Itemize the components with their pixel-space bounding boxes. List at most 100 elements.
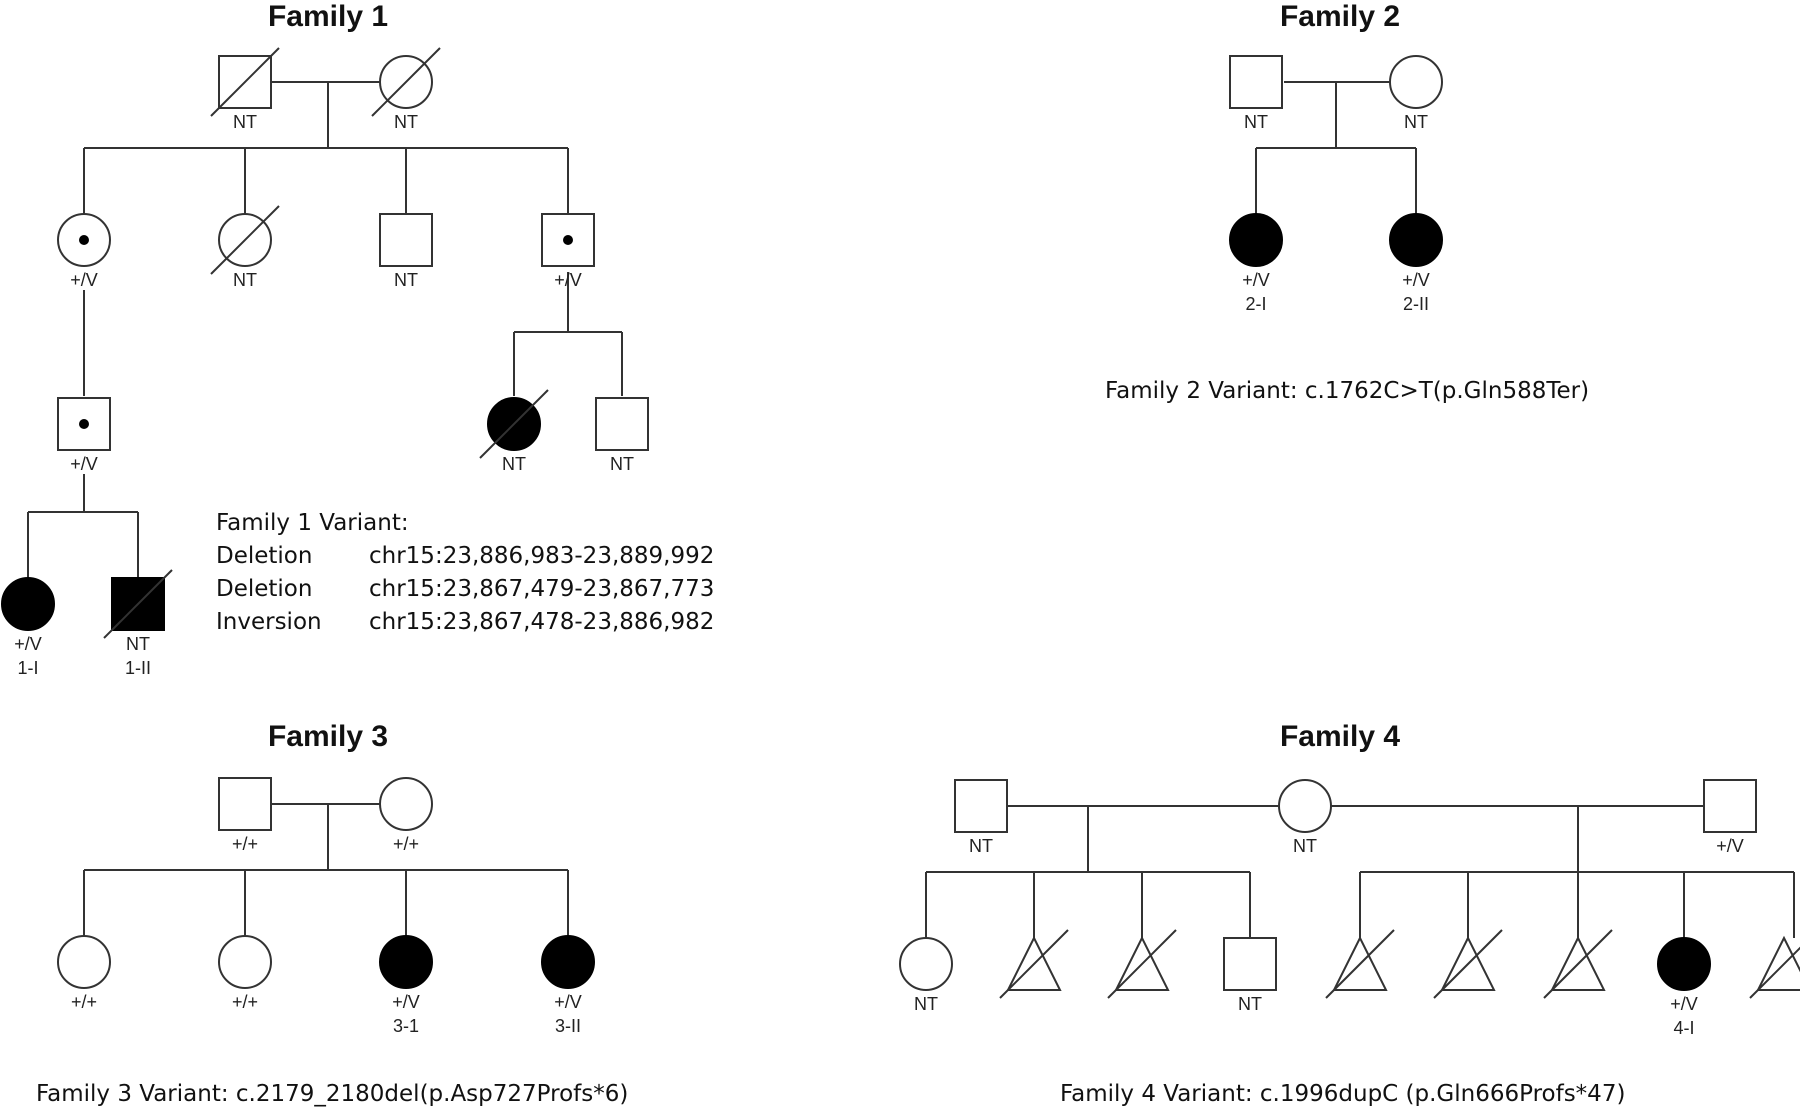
genotype-label: +/V <box>1670 994 1698 1014</box>
male-symbol <box>379 213 433 267</box>
individual-f3-c2: +/+ <box>218 935 272 1012</box>
individual-f4-b1 <box>1325 929 1395 999</box>
family-2-variant: Family 2 Variant: c.1762C>T(p.Gln588Ter) <box>1105 378 1589 404</box>
genotype-label: NT <box>914 994 938 1014</box>
family-1-variant-block: Family 1 Variant: Deletion chr15:23,886,… <box>216 510 714 635</box>
individual-id-label: 1-I <box>17 658 38 678</box>
individual-f3-f: +/+ <box>218 777 272 854</box>
carrier-dot <box>563 235 573 245</box>
family-4-title: Family 4 <box>1280 720 1400 753</box>
deceased-slash <box>1325 929 1395 999</box>
genotype-label: +/V <box>70 454 98 474</box>
family-3-variant: Family 3 Variant: c.2179_2180del(p.Asp72… <box>36 1081 628 1107</box>
deceased-slash <box>371 47 441 117</box>
individual-f4-m: NT <box>1278 779 1332 856</box>
individual-f4-4I: +/V 4-I <box>1657 937 1711 1038</box>
female-symbol <box>541 935 595 989</box>
carrier-dot <box>79 235 89 245</box>
individual-f1-g3b: NT <box>479 389 549 474</box>
family-4-variant: Family 4 Variant: c.1996dupC (p.Gln666Pr… <box>1060 1081 1625 1107</box>
individual-f1-c3: NT <box>379 213 433 290</box>
female-symbol <box>379 777 433 831</box>
male-symbol <box>1703 779 1757 833</box>
family-1-title: Family 1 <box>268 0 388 33</box>
genotype-label: +/+ <box>232 834 258 854</box>
individual-f2-2I: +/V 2-I <box>1229 213 1283 314</box>
individual-id-label: 3-II <box>555 1016 581 1036</box>
deceased-slash <box>210 205 280 275</box>
individual-f4-b2 <box>1433 929 1503 999</box>
pedigree-connectors <box>27 81 1795 938</box>
pedigree-individuals: NT NT +/V NT NT +/V +/V NT NT +/V 1-I NT 1-II NT NT +/V… <box>1 47 1800 1038</box>
male-symbol <box>218 777 272 831</box>
deceased-slash <box>479 389 549 459</box>
individual-f2-2II: +/V 2-II <box>1389 213 1443 314</box>
individual-f3-m: +/+ <box>379 777 433 854</box>
deceased-slash <box>210 47 280 117</box>
deceased-slash <box>1749 946 1800 999</box>
individual-f4-a4: NT <box>1223 937 1277 1014</box>
individual-id-label: 2-I <box>1245 294 1266 314</box>
individual-f3-c1: +/+ <box>57 935 111 1012</box>
genotype-label: +/+ <box>232 992 258 1012</box>
genotype-label: +/V <box>392 992 420 1012</box>
individual-id-label: 3-1 <box>393 1016 419 1036</box>
genotype-label: +/+ <box>71 992 97 1012</box>
genotype-label: +/V <box>14 634 42 654</box>
individual-id-label: 2-II <box>1403 294 1429 314</box>
genotype-label: NT <box>502 454 526 474</box>
genotype-label: NT <box>969 836 993 856</box>
family-1-variant-type: Deletion <box>216 576 312 602</box>
individual-f4-f2: +/V <box>1703 779 1757 856</box>
genotype-label: +/V <box>1242 270 1270 290</box>
pregnancy-loss-symbol <box>1756 935 1800 991</box>
male-symbol <box>954 779 1008 833</box>
female-symbol <box>1 577 55 631</box>
genotype-label: NT <box>1238 994 1262 1014</box>
deceased-slash <box>999 929 1069 999</box>
male-symbol <box>1229 55 1283 109</box>
family-1-variant-coords: chr15:23,886,983-23,889,992 <box>369 543 714 569</box>
individual-f1-1I: +/V 1-I <box>1 577 55 678</box>
male-symbol <box>1223 937 1277 991</box>
family-1-variant-coords: chr15:23,867,479-23,867,773 <box>369 576 714 602</box>
individual-f4-a2 <box>999 929 1069 999</box>
individual-f1-g3a: +/V <box>57 397 111 474</box>
genotype-label: +/V <box>1716 836 1744 856</box>
genotype-label: +/V <box>70 270 98 290</box>
female-symbol <box>1657 937 1711 991</box>
genotype-label: NT <box>1404 112 1428 132</box>
female-symbol <box>1389 213 1443 267</box>
individual-f3-3-1: +/V 3-1 <box>379 935 433 1036</box>
individual-f1-c1: +/V <box>57 213 111 290</box>
individual-f1-c2: NT <box>210 205 280 290</box>
carrier-dot <box>79 419 89 429</box>
individual-id-label: 1-II <box>125 658 151 678</box>
female-symbol <box>1278 779 1332 833</box>
deceased-slash <box>1107 929 1177 999</box>
family-1-variant-coords: chr15:23,867,478-23,886,982 <box>369 609 714 635</box>
genotype-label: +/V <box>1402 270 1430 290</box>
individual-f2-f: NT <box>1229 55 1283 132</box>
individual-f4-b3 <box>1543 929 1613 999</box>
individual-f3-3II: +/V 3-II <box>541 935 595 1036</box>
genotype-label: NT <box>126 634 150 654</box>
genotype-label: NT <box>394 270 418 290</box>
individual-f1-1II: NT 1-II <box>103 569 173 678</box>
individual-id-label: 4-I <box>1673 1018 1694 1038</box>
genotype-label: NT <box>394 112 418 132</box>
female-symbol <box>379 935 433 989</box>
individual-f1-gm: NT <box>371 47 441 132</box>
individual-f4-a3 <box>1107 929 1177 999</box>
genotype-label: NT <box>1244 112 1268 132</box>
individual-f1-g3c: NT <box>595 397 649 474</box>
genotype-label: +/+ <box>393 834 419 854</box>
genotype-label: NT <box>1293 836 1317 856</box>
female-symbol <box>899 937 953 991</box>
individual-f2-m: NT <box>1389 55 1443 132</box>
genotype-label: +/V <box>554 992 582 1012</box>
female-symbol <box>1389 55 1443 109</box>
family-3-title: Family 3 <box>268 720 388 753</box>
female-symbol <box>57 935 111 989</box>
individual-f4-f1: NT <box>954 779 1008 856</box>
